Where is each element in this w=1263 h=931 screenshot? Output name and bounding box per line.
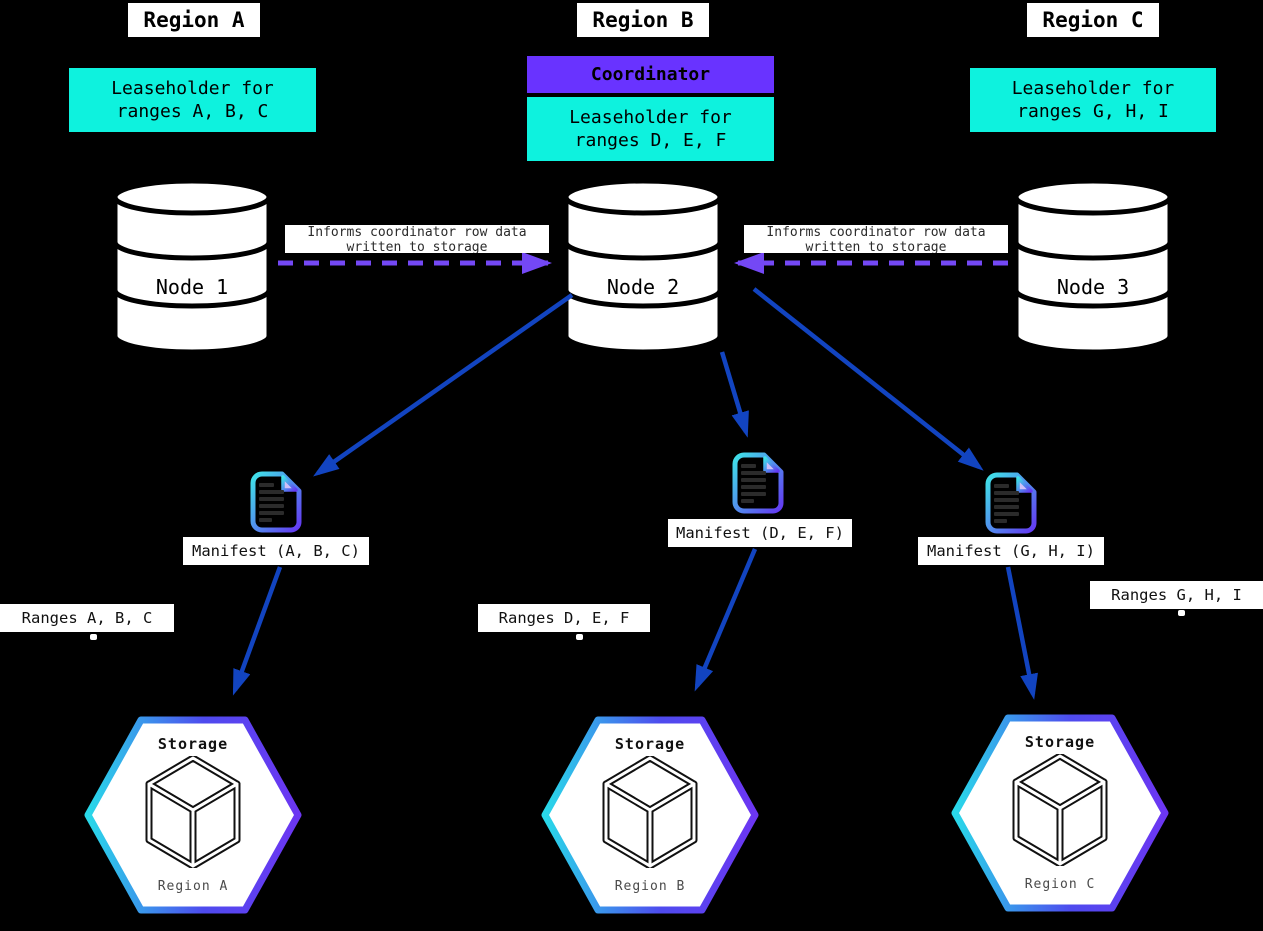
ranges-ghi-label: Ranges G, H, I [1090, 581, 1263, 609]
clipped-text-fragment [576, 634, 583, 640]
storage-region-b: Storage Region B [540, 712, 760, 920]
manifest-def-label: Manifest (D, E, F) [668, 519, 852, 547]
storage-title: Storage [614, 735, 686, 753]
clipped-text-fragment [1178, 610, 1185, 616]
region-a-header: Region A [128, 3, 260, 37]
leaseholder-badge-region-c: Leaseholder for ranges G, H, I [970, 68, 1216, 132]
informs-coordinator-label-right: Informs coordinator row data written to … [744, 225, 1008, 253]
database-cylinder-icon [1013, 178, 1173, 355]
manifest-document-icon [985, 472, 1037, 534]
manifest-abc-label: Manifest (A, B, C) [183, 537, 369, 565]
storage-title: Storage [157, 735, 229, 753]
arrow-manifest-def-to-storage-b [694, 548, 758, 692]
leaseholder-badge-region-b: Leaseholder for ranges D, E, F [527, 97, 774, 161]
storage-title: Storage [1024, 733, 1096, 751]
arrow-node2-to-manifest-abc [313, 293, 574, 477]
manifest-document-icon [732, 452, 784, 514]
manifest-abc [250, 471, 302, 533]
storage-region-label: Region B [614, 879, 686, 894]
cube-icon [1012, 754, 1108, 866]
arrow-node2-to-manifest-ghi [752, 287, 984, 471]
informs-coordinator-label-left: Informs coordinator row data written to … [285, 225, 549, 253]
arrow-manifest-abc-to-storage-a [232, 566, 283, 696]
arrow-node2-to-manifest-def [719, 351, 749, 438]
ranges-abc-label: Ranges A, B, C [0, 604, 174, 632]
cube-icon [145, 756, 241, 868]
clipped-text-fragment [90, 634, 97, 640]
node-label: Node 2 [606, 275, 680, 299]
cube-icon [602, 756, 698, 868]
node-label: Node 3 [1056, 275, 1130, 299]
ranges-def-label: Ranges D, E, F [478, 604, 650, 632]
leaseholder-badge-region-a: Leaseholder for ranges A, B, C [69, 68, 316, 132]
storage-region-label: Region A [157, 879, 229, 894]
database-cylinder-icon [563, 178, 723, 355]
manifest-document-icon [250, 471, 302, 533]
arrow-manifest-ghi-to-storage-c [1005, 566, 1038, 700]
storage-region-c: Storage Region C [950, 710, 1170, 918]
region-b-header: Region B [577, 3, 709, 37]
node-1: Node 1 [112, 178, 272, 358]
region-c-header: Region C [1027, 3, 1159, 37]
node-2: Node 2 [563, 178, 723, 358]
node-3: Node 3 [1013, 178, 1173, 358]
coordinator-badge: Coordinator [527, 56, 774, 93]
node-label: Node 1 [155, 275, 229, 299]
storage-region-label: Region C [1024, 877, 1096, 892]
database-cylinder-icon [112, 178, 272, 355]
manifest-ghi [985, 472, 1037, 534]
storage-region-a: Storage Region A [83, 712, 303, 920]
manifest-def [732, 452, 784, 514]
manifest-ghi-label: Manifest (G, H, I) [918, 537, 1104, 565]
